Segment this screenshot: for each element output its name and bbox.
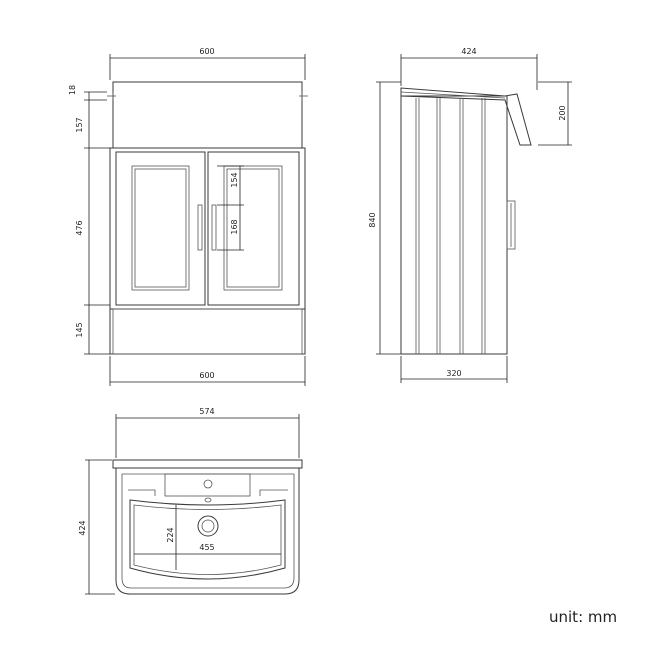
front-width-bottom-label: 600: [199, 371, 214, 380]
side-cabinet: [400, 95, 508, 355]
handle-length-label: 168: [230, 219, 239, 234]
front-basin: [112, 81, 303, 149]
tap-deck: [164, 473, 251, 497]
top-view: 574 424 224 455: [78, 407, 303, 595]
right-door-panel: [223, 165, 283, 291]
side-cabinet-depth-label: 320: [446, 369, 461, 378]
side-basin: [400, 87, 532, 146]
tap-hole: [203, 479, 213, 489]
top-back-edge: [112, 459, 303, 469]
top-basin-outline: [115, 467, 300, 595]
left-door-panel: [131, 165, 190, 291]
side-basin-depth-label: 424: [461, 47, 476, 56]
side-handle: [506, 200, 516, 250]
top-width-label: 574: [199, 407, 214, 416]
left-handle: [197, 204, 203, 251]
unit-label: unit: mm: [549, 608, 618, 626]
front-plinth-label: 145: [75, 322, 84, 337]
overflow-hole: [204, 497, 212, 503]
side-view: 424 840 200 320: [368, 47, 572, 383]
front-rim-label: 18: [68, 85, 77, 95]
front-view: 600 600 18 157 476 145 154 168: [68, 47, 308, 386]
side-total-height-label: 840: [368, 212, 377, 227]
bowl: [129, 499, 286, 580]
side-basin-height-label: 200: [558, 105, 567, 120]
waste-outlet: [197, 515, 219, 537]
front-width-top-label: 600: [199, 47, 214, 56]
front-door-height-label: 476: [75, 220, 84, 235]
bowl-depth-label: 224: [166, 527, 175, 542]
left-door: [115, 151, 206, 306]
right-handle: [211, 204, 217, 251]
right-door: [207, 151, 300, 306]
top-depth-label: 424: [78, 520, 87, 535]
handle-offset-label: 154: [230, 172, 239, 187]
bowl-width-label: 455: [199, 543, 214, 552]
front-basin-height-label: 157: [75, 117, 84, 132]
